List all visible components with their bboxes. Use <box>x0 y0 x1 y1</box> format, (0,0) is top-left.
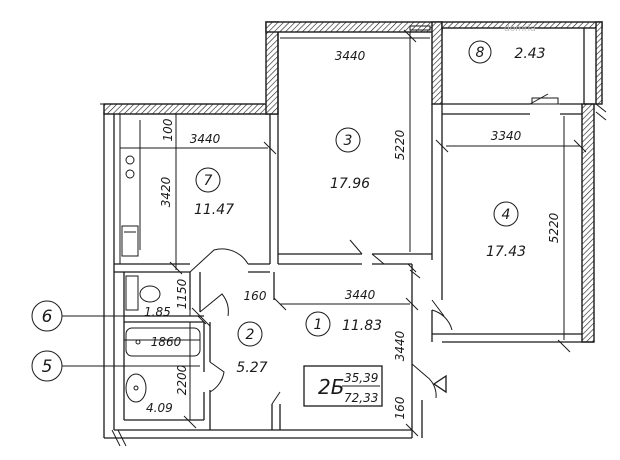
bathtub <box>125 327 201 357</box>
bath-area: 4.09 <box>146 401 173 415</box>
watermark: domria <box>504 24 536 34</box>
wc-area: 1.85 <box>144 305 171 319</box>
dim-room4-depth: 5220 <box>547 212 561 243</box>
room-2-area: 5.27 <box>236 360 267 376</box>
dim-bath-depth: 2200 <box>175 364 189 395</box>
room-4-number: 4 <box>502 207 511 223</box>
sink <box>125 373 147 403</box>
dim-bath-width: 1860 <box>151 335 182 349</box>
room-7-number: 7 <box>204 173 213 189</box>
kitchen-counter <box>119 114 141 264</box>
dim-corridor-wall: 160 <box>244 289 267 303</box>
room-2: 2 5.27 <box>236 321 268 376</box>
room-8-number: 8 <box>476 45 485 61</box>
room-8-area: 2.43 <box>514 46 545 62</box>
living-area: 35,39 <box>344 371 378 385</box>
dim-room3-width: 3440 <box>335 49 366 63</box>
room-3-area: 17.96 <box>330 176 370 192</box>
dim-room7-offset: 100 <box>161 118 175 141</box>
dim-room4-width: 3340 <box>491 129 522 143</box>
room-4: 4 17.43 <box>486 201 526 260</box>
dim-room1-depth: 3440 <box>393 330 407 361</box>
room-1-area: 11.83 <box>342 318 382 334</box>
callout-6: 6 <box>31 300 200 332</box>
dimension-lines <box>120 29 587 437</box>
callout-6-label: 6 <box>42 307 53 327</box>
room-3-number: 3 <box>344 133 353 149</box>
interior-walls <box>100 28 607 447</box>
apartment-type: 2Б <box>318 375 344 399</box>
dim-room7-width: 3440 <box>190 132 221 146</box>
callout-5-label: 5 <box>42 357 53 377</box>
room-4-area: 17.43 <box>486 244 526 260</box>
room-1-number: 1 <box>314 317 323 333</box>
dim-room1-width: 3440 <box>345 288 376 302</box>
total-area: 72,33 <box>344 391 378 405</box>
callout-5: 5 <box>31 350 200 382</box>
room-1: 1 11.83 <box>305 311 382 337</box>
toilet <box>125 275 161 311</box>
entrance-arrow-icon <box>432 374 447 394</box>
doors <box>189 93 560 405</box>
room-2-number: 2 <box>246 327 255 343</box>
dim-room3-depth: 5220 <box>393 129 407 160</box>
dim-entry-wall: 160 <box>393 396 407 419</box>
room-3: 3 17.96 <box>330 127 370 192</box>
apartment-stamp: 2Б 35,39 72,33 <box>303 365 383 407</box>
room-8: 8 2.43 <box>468 40 546 64</box>
fixtures <box>119 25 559 403</box>
room-7-area: 11.47 <box>194 202 234 218</box>
dim-wc-depth: 1150 <box>175 278 189 309</box>
dim-room7-depth: 3420 <box>159 176 173 207</box>
room-7: 7 11.47 <box>194 167 234 218</box>
dimension-labels: 3440 5220 3440 100 3420 3340 5220 160 34… <box>151 49 561 419</box>
